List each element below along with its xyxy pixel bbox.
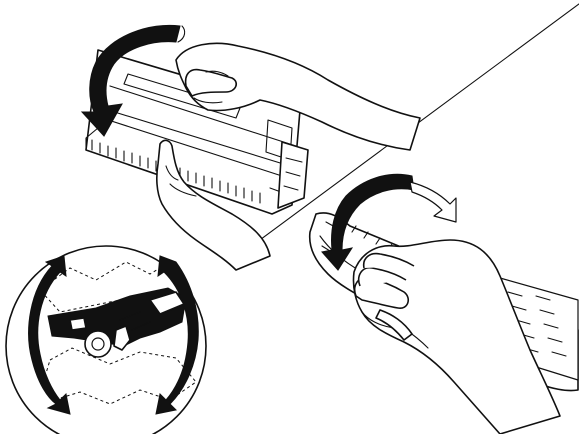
cartridge-side-icon bbox=[48, 288, 186, 357]
return-arrow-icon bbox=[410, 182, 456, 222]
cartridge-tilt-step bbox=[310, 174, 578, 434]
cartridge-shake-detail bbox=[6, 246, 206, 434]
right-rotation-arrows-icon bbox=[156, 256, 198, 414]
